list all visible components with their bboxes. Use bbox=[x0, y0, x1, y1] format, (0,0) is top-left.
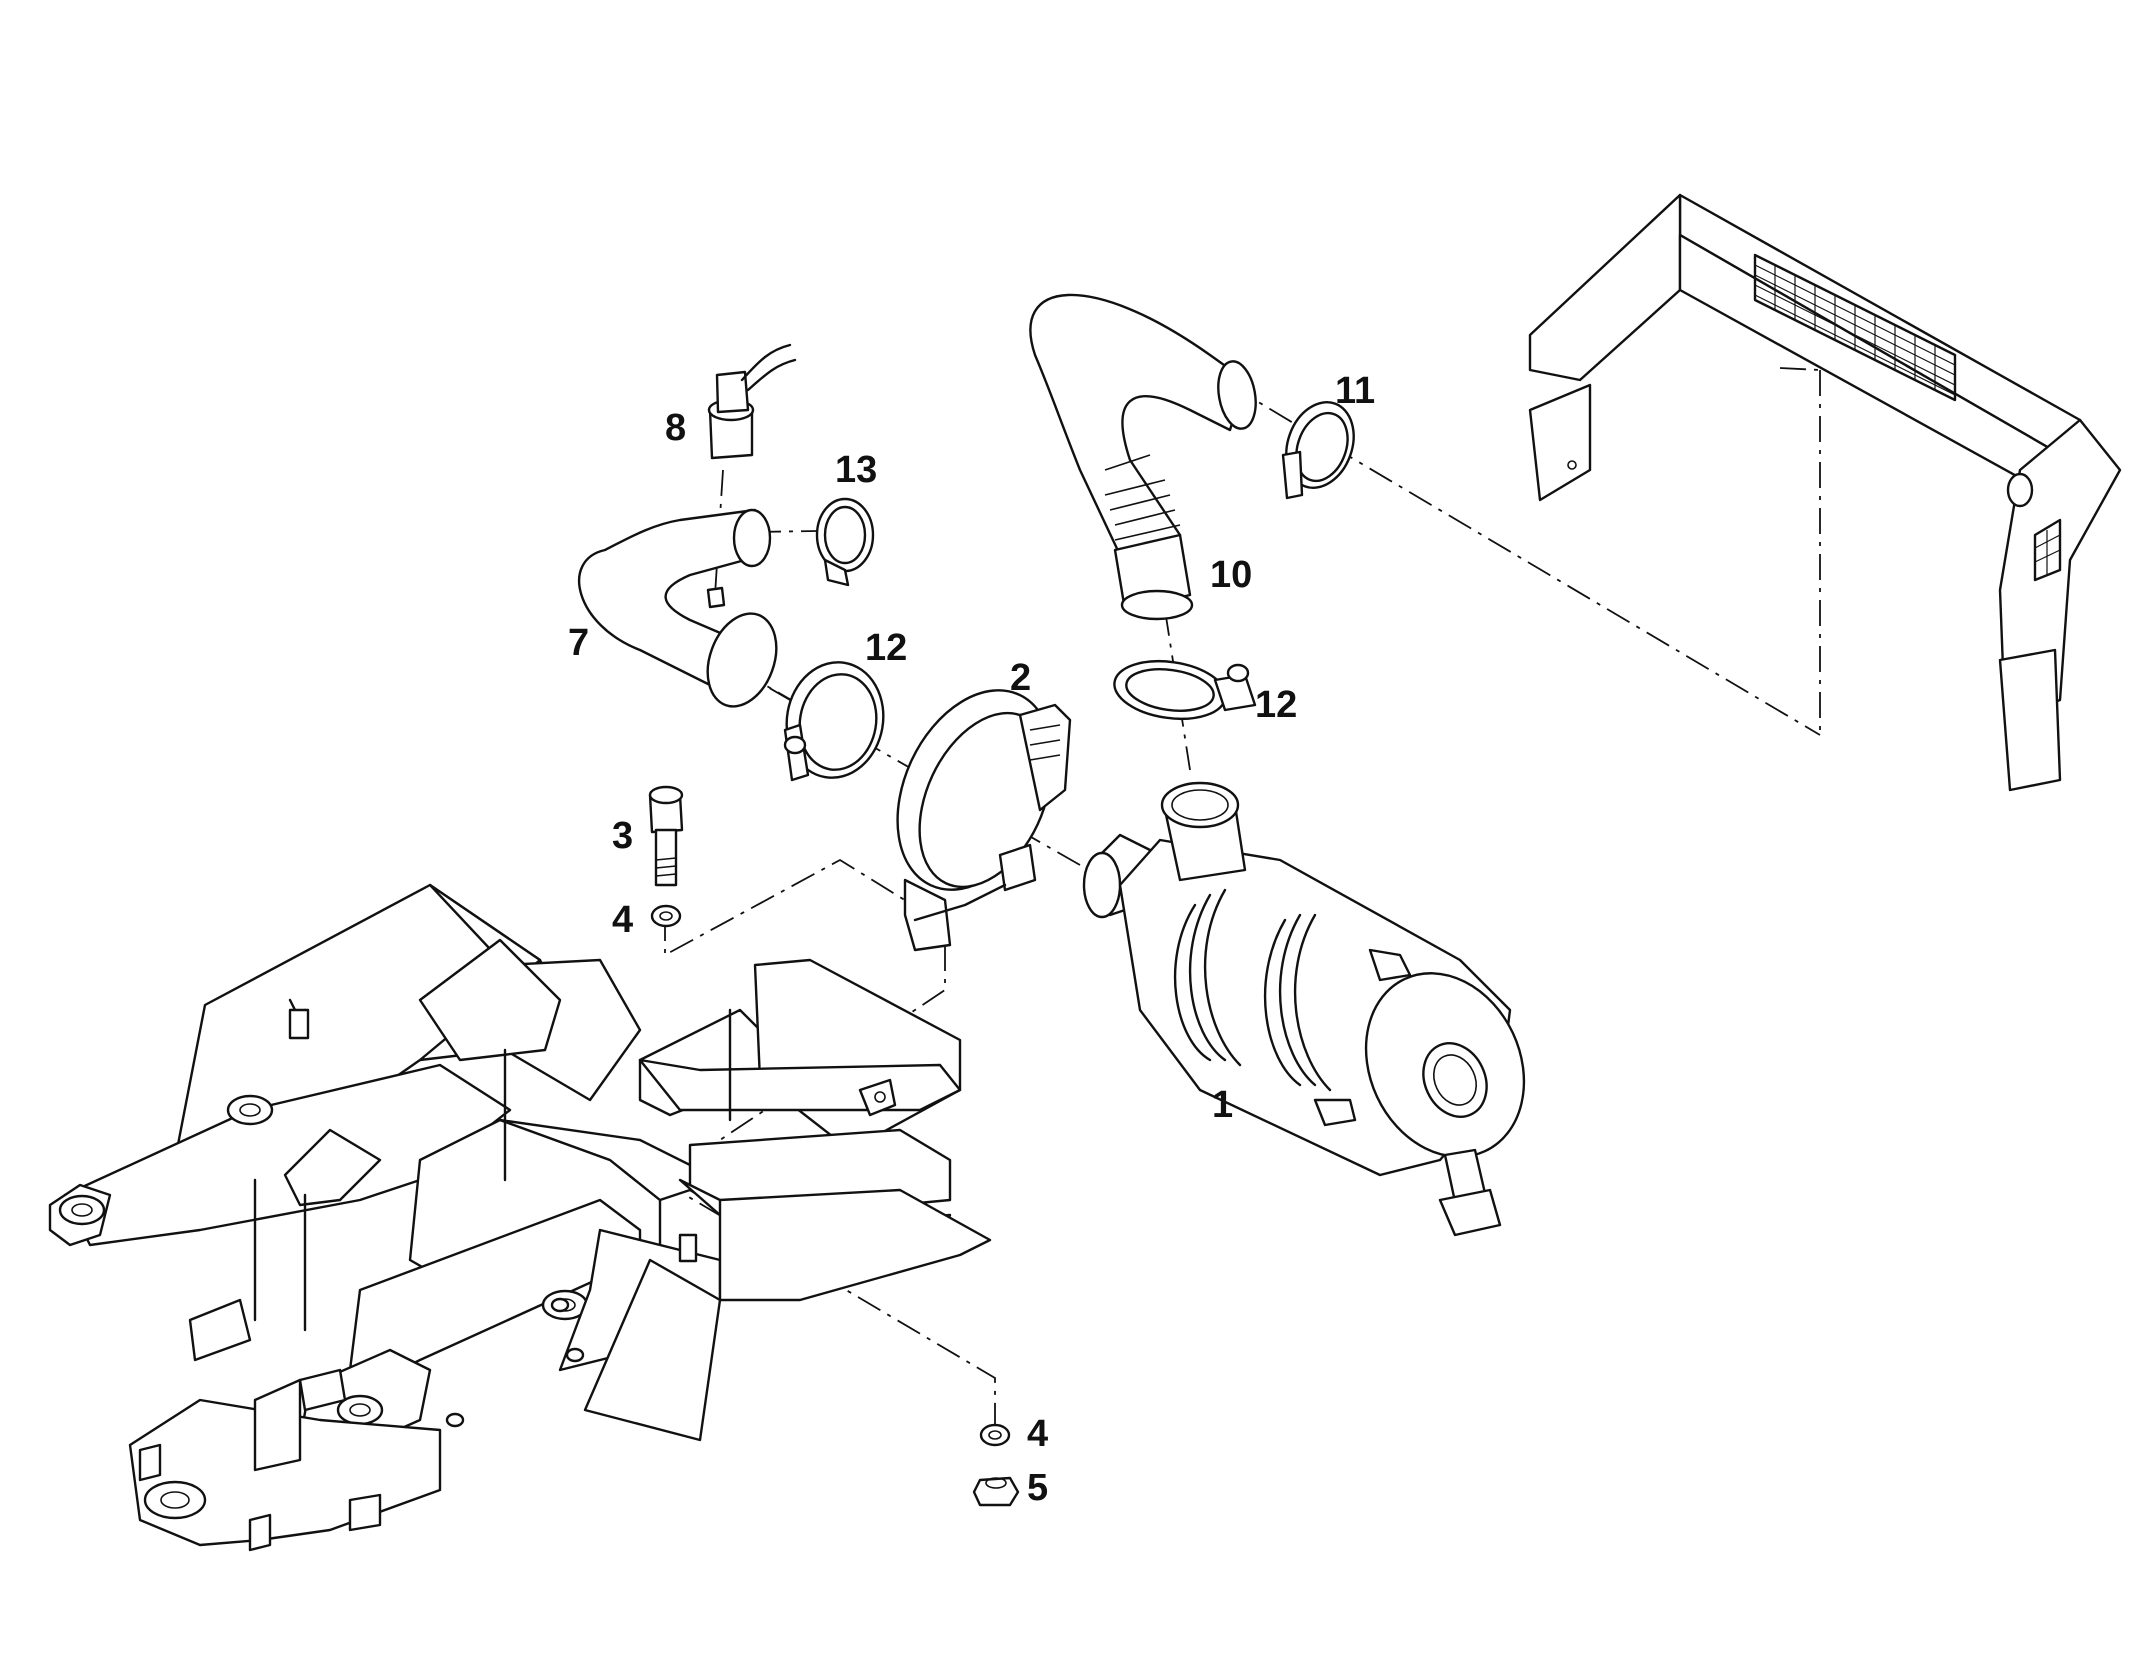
sensor-8 bbox=[707, 343, 797, 460]
clamp-11 bbox=[1281, 401, 1355, 500]
tractor-frame bbox=[48, 883, 992, 1552]
callout-10: 10 bbox=[1210, 554, 1252, 596]
washer-4-top bbox=[650, 904, 682, 928]
callout-7: 7 bbox=[568, 622, 589, 664]
callout-11: 11 bbox=[1335, 370, 1375, 412]
callout-13: 13 bbox=[835, 449, 877, 491]
clamp-13 bbox=[815, 497, 875, 587]
callout-5: 5 bbox=[1027, 1467, 1048, 1509]
clamp-12-right bbox=[1113, 659, 1257, 721]
clamp-12-left bbox=[783, 661, 885, 782]
bolt-3 bbox=[648, 785, 684, 887]
callout-8: 8 bbox=[665, 407, 686, 449]
hose-10 bbox=[1029, 293, 1257, 621]
washer-4-bottom bbox=[979, 1423, 1011, 1447]
callout-4-bottom: 4 bbox=[1027, 1413, 1048, 1455]
hood-screen bbox=[1528, 193, 2122, 792]
hose-7 bbox=[578, 508, 778, 708]
callout-2: 2 bbox=[1010, 657, 1031, 699]
air-cleaner bbox=[1082, 781, 1526, 1237]
callouts: 1 2 3 4 4 5 7 8 10 11 12 12 13 bbox=[568, 370, 1375, 1509]
nut-5 bbox=[972, 1476, 1020, 1507]
mounting-bracket bbox=[896, 689, 1072, 952]
callout-12-left: 12 bbox=[865, 627, 907, 669]
hood-grille bbox=[1753, 253, 1957, 402]
callout-12-right: 12 bbox=[1255, 684, 1297, 726]
callout-3: 3 bbox=[612, 815, 633, 857]
callout-4-top: 4 bbox=[612, 899, 633, 941]
callout-1: 1 bbox=[1212, 1084, 1233, 1126]
